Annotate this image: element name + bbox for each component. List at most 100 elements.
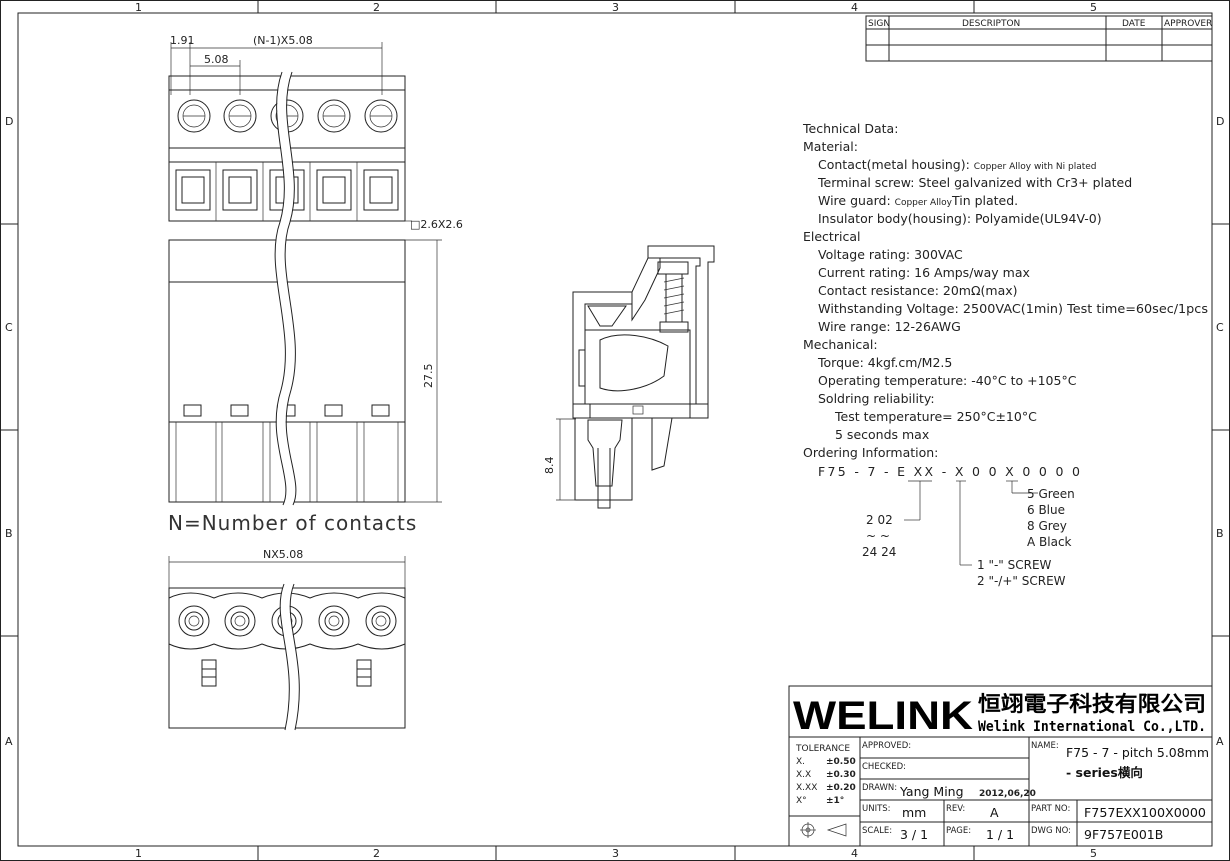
caption-number-of-contacts: N=Number of contacts — [168, 511, 417, 535]
revision-table: SIGN DESCRIPTON DATE APPROVER — [865, 15, 1213, 62]
drawn-label: DRAWN: — [862, 783, 897, 793]
scale-value: 3 / 1 — [900, 827, 928, 842]
tech-line-4: Wire guard: Copper AlloyTin plated. — [818, 193, 1018, 208]
row-label-d-right: D — [1216, 115, 1224, 128]
screw-option-2: 2 "-/+" SCREW — [977, 574, 1066, 588]
name-line-2: - series横向 — [1066, 765, 1143, 780]
color-option-green: 5 Green — [1027, 487, 1075, 501]
name-label: NAME: — [1031, 741, 1059, 751]
approved-label: APPROVED: — [862, 741, 911, 751]
tech-line-11: Wire range: 12-26AWG — [818, 319, 961, 334]
pin-count-to: 24 24 — [862, 545, 896, 559]
row-label-b-right: B — [1216, 527, 1224, 540]
tolerance-key-1: X.X — [796, 770, 811, 780]
rev-header-sign: SIGN — [868, 19, 890, 29]
rev-value: A — [990, 805, 999, 820]
dwg-no-label: DWG NO: — [1031, 826, 1071, 836]
color-option-grey: 8 Grey — [1027, 519, 1067, 533]
dim-bottom-width: NX5.08 — [263, 548, 303, 561]
part-no-label: PART NO: — [1031, 804, 1070, 814]
units-label: UNITS: — [862, 804, 891, 814]
checked-label: CHECKED: — [862, 762, 906, 772]
ordering-code: F75 - 7 - E XX - X 0 0 X 0 0 0 0 — [818, 464, 1080, 479]
row-label-b-left: B — [5, 527, 13, 540]
col-label-4-bottom: 4 — [851, 847, 858, 860]
page-value: 1 / 1 — [986, 827, 1014, 842]
tech-line-4-tail: Tin plated. — [951, 193, 1018, 208]
tolerance-key-2: X.XX — [796, 783, 817, 793]
units-value: mm — [902, 805, 926, 820]
part-no-value: F757EXX100X0000 — [1084, 805, 1206, 820]
col-label-4-top: 4 — [851, 1, 858, 14]
tech-line-2-main: Contact(metal housing): — [818, 157, 974, 172]
company-logo: WELINK — [793, 694, 973, 738]
tech-line-0: Technical Data: — [802, 121, 898, 136]
dwg-no-value: 9F757E001B — [1084, 827, 1163, 842]
tech-line-15: Soldring reliability: — [818, 391, 935, 406]
tech-line-12: Mechanical: — [803, 337, 878, 352]
color-option-black: A Black — [1027, 535, 1072, 549]
company-name-english: Welink International Co.,LTD. — [978, 719, 1206, 735]
dim-pitch-offset: 1.91 — [170, 34, 195, 47]
tolerance-key-0: X. — [796, 757, 805, 767]
top-view-screw-row — [177, 99, 398, 133]
tech-line-8: Current rating: 16 Amps/way max — [818, 265, 1030, 280]
row-label-a-right: A — [1216, 735, 1224, 748]
row-label-a-left: A — [5, 735, 13, 748]
tech-line-5: Insulator body(housing): Polyamide(UL94V… — [818, 211, 1102, 226]
technical-data: Technical Data: Material: Contact(metal … — [802, 121, 1208, 460]
rev-header-date: DATE — [1122, 19, 1146, 29]
side-section-view: 8.4 — [543, 245, 715, 509]
page-label: PAGE: — [946, 826, 971, 836]
tech-line-10: Withstanding Voltage: 2500VAC(1min) Test… — [818, 301, 1208, 316]
col-label-1-top: 1 — [135, 1, 142, 14]
tech-line-4-main: Wire guard: — [818, 193, 895, 208]
tolerance-val-2: ±0.20 — [826, 783, 856, 793]
dim-side-height: 8.4 — [543, 457, 556, 475]
rev-header-approver: APPROVER — [1164, 19, 1212, 29]
pin-count-from: 2 02 — [866, 513, 893, 527]
tech-line-9: Contact resistance: 20mΩ(max) — [818, 283, 1018, 298]
color-option-blue: 6 Blue — [1027, 503, 1065, 517]
tolerance-label: TOLERANCE — [795, 744, 850, 754]
top-view: 1.91 (N-1)X5.08 5.08 □2.6X2.6 — [168, 34, 463, 231]
projection-symbol-icon — [800, 822, 847, 838]
row-label-d-left: D — [5, 115, 13, 128]
dim-span: (N-1)X5.08 — [253, 34, 313, 47]
col-label-2-bottom: 2 — [373, 847, 380, 860]
tech-line-6: Electrical — [803, 229, 860, 244]
rev-label: REV: — [946, 804, 965, 814]
tech-line-1: Material: — [803, 139, 858, 154]
title-block: WELINK 恒翊電子科技有限公司 Welink International C… — [788, 685, 1213, 847]
scale-label: SCALE: — [862, 826, 892, 836]
tech-line-16: Test temperature= 250°C±10°C — [834, 409, 1037, 424]
screw-option-1: 1 "-" SCREW — [977, 558, 1052, 572]
col-label-3-top: 3 — [612, 1, 619, 14]
tech-line-3: Terminal screw: Steel galvanized with Cr… — [817, 175, 1132, 190]
rev-header-description: DESCRIPTON — [962, 19, 1020, 29]
dim-front-height: 27.5 — [422, 364, 435, 389]
tech-line-18: Ordering Information: — [803, 445, 938, 460]
pin-count-tilde: ~ ~ — [866, 529, 890, 543]
tech-line-14: Operating temperature: -40°C to +105°C — [818, 373, 1077, 388]
tolerance-val-3: ±1° — [826, 796, 844, 806]
row-label-c-right: C — [1216, 321, 1224, 334]
front-view: 27.5 N=Number of contacts — [168, 239, 442, 535]
col-label-2-top: 2 — [373, 1, 380, 14]
tech-line-17: 5 seconds max — [835, 427, 929, 442]
break-lines — [274, 70, 300, 731]
col-label-5-top: 5 — [1090, 1, 1097, 14]
ordering-information: F75 - 7 - E XX - X 0 0 X 0 0 0 0 5 Green… — [818, 464, 1080, 588]
col-label-1-bottom: 1 — [135, 847, 142, 860]
drawn-date: 2012,06,20 — [979, 789, 1036, 799]
dim-pitch: 5.08 — [204, 53, 229, 66]
name-line-1: F75 - 7 - pitch 5.08mm — [1066, 745, 1209, 760]
col-label-3-bottom: 3 — [612, 847, 619, 860]
row-label-c-left: C — [5, 321, 13, 334]
drawn-value: Yang Ming — [899, 784, 964, 799]
dim-pin-square: □2.6X2.6 — [410, 218, 463, 231]
tech-line-2: Contact(metal housing): Copper Alloy wit… — [818, 157, 1097, 172]
tech-line-4-small: Copper Alloy — [895, 198, 953, 208]
tolerance-val-0: ±0.50 — [826, 757, 856, 767]
